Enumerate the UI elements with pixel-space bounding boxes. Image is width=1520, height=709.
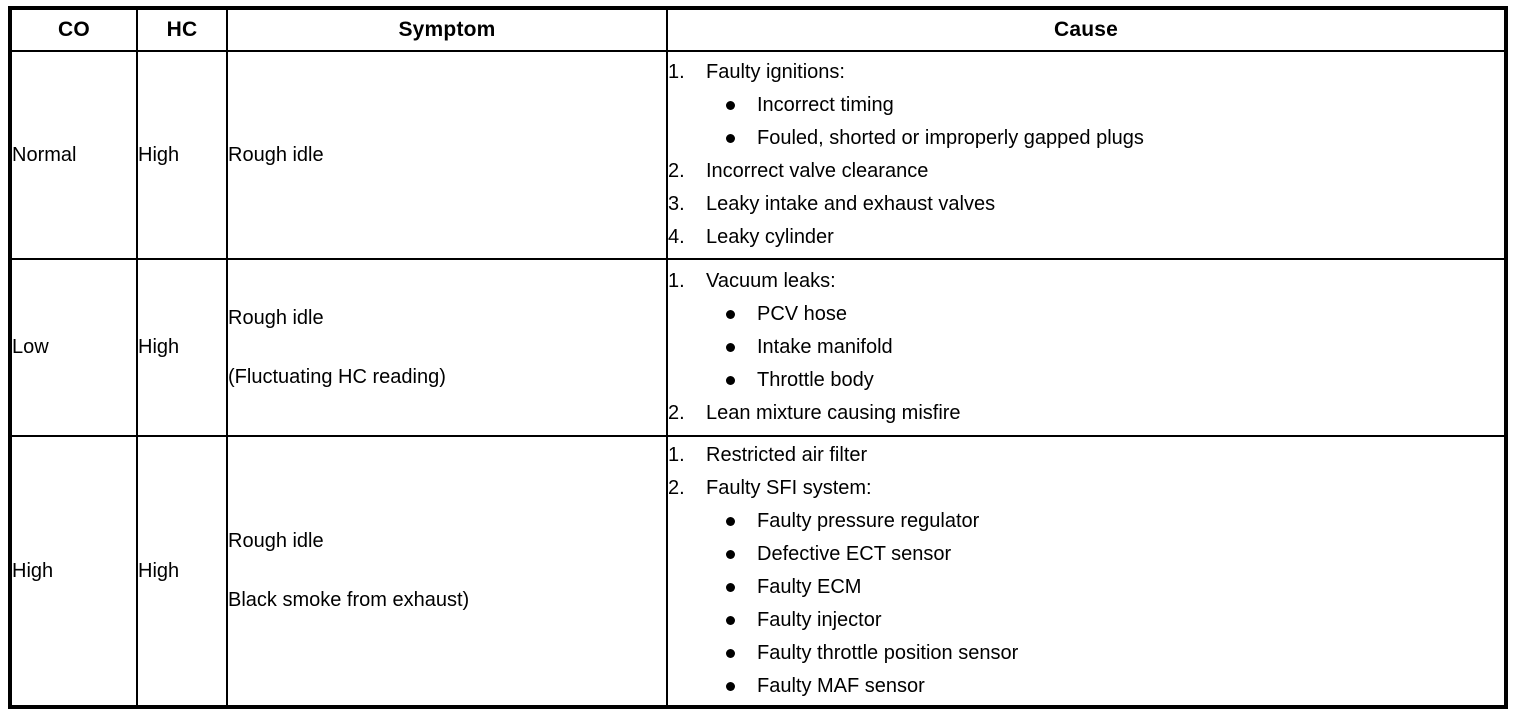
cell-co: Low	[9, 258, 138, 437]
cause-subitem-text: Faulty pressure regulator	[757, 510, 980, 532]
cell-symptom: Rough idle	[226, 50, 668, 260]
cause-text: Restricted air filter	[706, 444, 868, 466]
symptom-line: Black smoke from exhaust)	[228, 589, 470, 611]
bullet-icon	[726, 376, 735, 385]
cell-hc: High	[136, 50, 228, 260]
cause-item: 1. Vacuum leaks: PCV hose Intake manifol…	[668, 265, 1504, 397]
cell-cause: 1. Vacuum leaks: PCV hose Intake manifol…	[666, 258, 1507, 437]
cause-subitem: Faulty ECM	[706, 571, 1504, 604]
cause-subitem: PCV hose	[706, 298, 1504, 331]
cause-subitem-text: Faulty ECM	[757, 576, 862, 598]
cause-subitem-text: Faulty MAF sensor	[757, 675, 925, 697]
list-number: 1.	[668, 270, 685, 292]
cause-subitem: Faulty MAF sensor	[706, 670, 1504, 703]
cause-text: Faulty SFI system:	[706, 477, 872, 499]
cause-item: 2. Incorrect valve clearance	[668, 155, 1504, 188]
list-number: 1.	[668, 444, 685, 466]
list-number: 2.	[668, 477, 685, 499]
bullet-icon	[726, 134, 735, 143]
table-row: Low High Rough idle (Fluctuating HC read…	[9, 258, 1507, 437]
bullet-icon	[726, 583, 735, 592]
cause-item: 2. Lean mixture causing misfire	[668, 397, 1504, 430]
table-row: Normal High Rough idle 1. Faulty ignitio…	[9, 50, 1507, 260]
bullet-icon	[726, 682, 735, 691]
cell-symptom: Rough idle Black smoke from exhaust)	[226, 435, 668, 708]
bullet-icon	[726, 310, 735, 319]
cause-subitem: Intake manifold	[706, 331, 1504, 364]
bullet-icon	[726, 550, 735, 559]
cause-list: 1. Faulty ignitions: Incorrect timing Fo…	[668, 56, 1504, 254]
diagnostic-table: CO HC Symptom Cause Normal High Rough id…	[8, 6, 1508, 709]
bullet-icon	[726, 616, 735, 625]
column-header-cause: Cause	[666, 7, 1507, 52]
cause-subitem: Throttle body	[706, 364, 1504, 397]
cause-subitem: Faulty throttle position sensor	[706, 637, 1504, 670]
cause-subitem: Fouled, shorted or improperly gapped plu…	[706, 122, 1504, 155]
list-number: 4.	[668, 226, 685, 248]
cause-subitem: Faulty pressure regulator	[706, 505, 1504, 538]
cell-co: High	[9, 435, 138, 708]
cause-text: Lean mixture causing misfire	[706, 402, 961, 424]
cause-subitem-text: Fouled, shorted or improperly gapped plu…	[757, 127, 1144, 149]
cell-cause: 1. Restricted air filter 2. Faulty SFI s…	[666, 435, 1507, 708]
cause-subitem-text: Incorrect timing	[757, 94, 894, 116]
bullet-icon	[726, 517, 735, 526]
column-header-hc: HC	[136, 7, 228, 52]
cause-subitem-text: Throttle body	[757, 369, 874, 391]
cause-item: 1. Restricted air filter	[668, 439, 1504, 472]
header-row: CO HC Symptom Cause	[9, 7, 1507, 52]
cause-subitem: Incorrect timing	[706, 89, 1504, 122]
cause-subitem-text: Intake manifold	[757, 336, 893, 358]
cause-subitem-text: PCV hose	[757, 303, 848, 325]
list-number: 1.	[668, 61, 685, 83]
table-body: Normal High Rough idle 1. Faulty ignitio…	[9, 50, 1507, 708]
cause-text: Leaky cylinder	[706, 226, 834, 248]
list-number: 2.	[668, 402, 685, 424]
cell-symptom: Rough idle (Fluctuating HC reading)	[226, 258, 668, 437]
cause-subitem: Faulty injector	[706, 604, 1504, 637]
table-header: CO HC Symptom Cause	[9, 7, 1507, 52]
cause-text: Leaky intake and exhaust valves	[706, 193, 996, 215]
cause-item: 2. Faulty SFI system: Faulty pressure re…	[668, 472, 1504, 703]
symptom-line: (Fluctuating HC reading)	[228, 365, 446, 388]
symptom-line: Rough idle	[228, 306, 324, 329]
bullet-icon	[726, 649, 735, 658]
cause-list: 1. Restricted air filter 2. Faulty SFI s…	[668, 439, 1504, 703]
cell-cause: 1. Faulty ignitions: Incorrect timing Fo…	[666, 50, 1507, 260]
cause-subitem-text: Faulty throttle position sensor	[757, 642, 1019, 664]
cause-sublist: Faulty pressure regulator Defective ECT …	[706, 505, 1504, 703]
cause-sublist: Incorrect timing Fouled, shorted or impr…	[706, 89, 1504, 155]
cause-sublist: PCV hose Intake manifold Throttle body	[706, 298, 1504, 397]
symptom-line: Rough idle	[228, 143, 324, 166]
cause-subitem-text: Faulty injector	[757, 609, 882, 631]
bullet-icon	[726, 343, 735, 352]
list-number: 2.	[668, 160, 685, 182]
bullet-icon	[726, 101, 735, 110]
cause-item: 1. Faulty ignitions: Incorrect timing Fo…	[668, 56, 1504, 155]
cause-text: Vacuum leaks:	[706, 270, 836, 292]
column-header-symptom: Symptom	[226, 7, 668, 52]
cause-list: 1. Vacuum leaks: PCV hose Intake manifol…	[668, 265, 1504, 430]
symptom-line: Rough idle	[228, 530, 324, 552]
table-row: High High Rough idle Black smoke from ex…	[9, 435, 1507, 708]
cell-hc: High	[136, 435, 228, 708]
cause-item: 3. Leaky intake and exhaust valves	[668, 188, 1504, 221]
cause-subitem-text: Defective ECT sensor	[757, 543, 952, 565]
list-number: 3.	[668, 193, 685, 215]
cell-hc: High	[136, 258, 228, 437]
column-header-co: CO	[9, 7, 138, 52]
cause-subitem: Defective ECT sensor	[706, 538, 1504, 571]
cause-item: 4. Leaky cylinder	[668, 221, 1504, 254]
cause-text: Faulty ignitions:	[706, 61, 845, 83]
cell-co: Normal	[9, 50, 138, 260]
cause-text: Incorrect valve clearance	[706, 160, 929, 182]
